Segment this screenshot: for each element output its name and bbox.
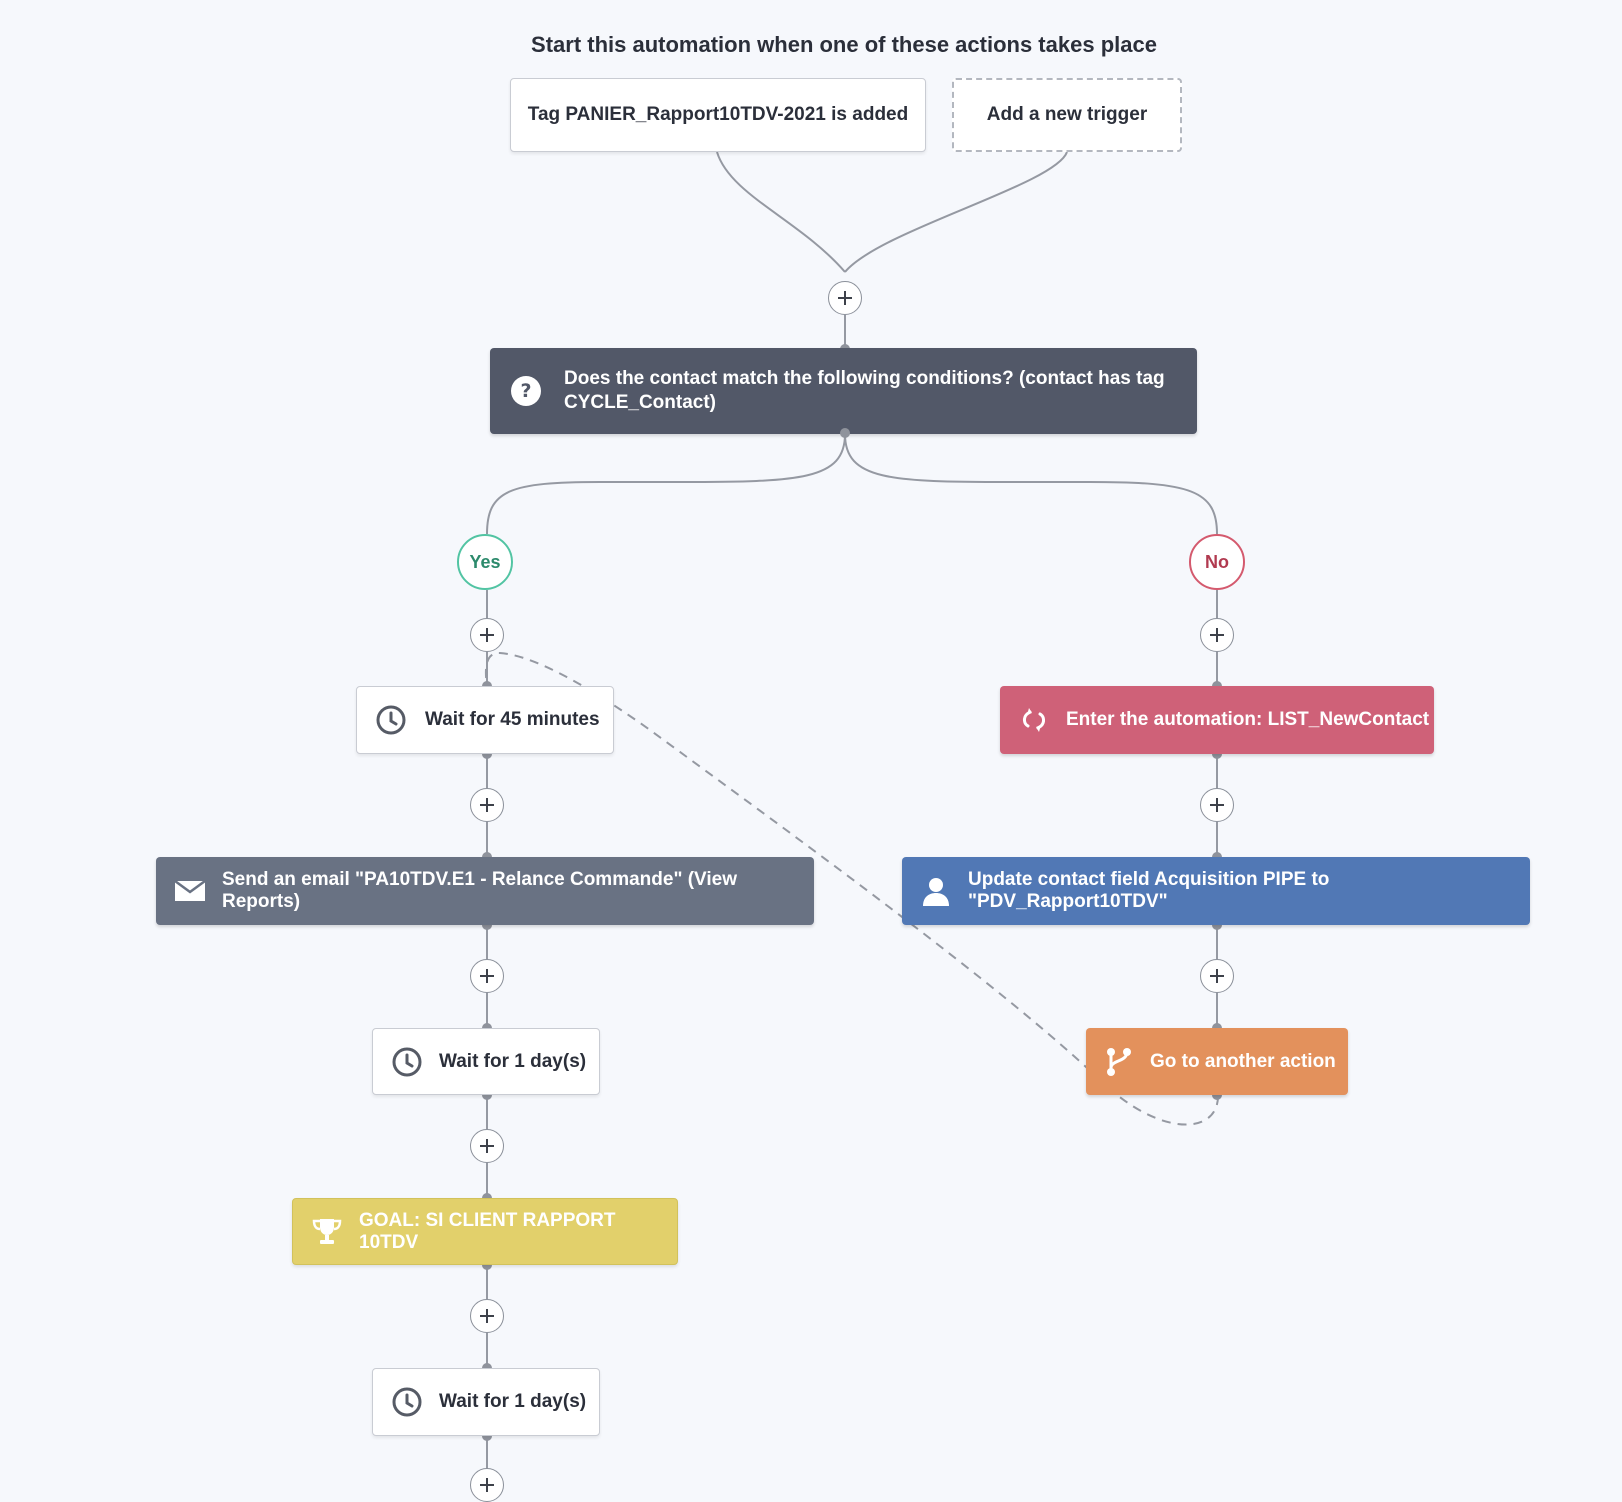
plus-icon [1210,798,1224,812]
go-to-action-step[interactable]: Go to another action [1086,1028,1348,1095]
enter-automation-label: Enter the automation: LIST_NewContact [1066,709,1430,730]
add-trigger-button[interactable]: Add a new trigger [952,78,1182,152]
clock-icon [375,704,407,736]
condition-text-line2: CYCLE_Contact) [564,392,717,413]
connector-dot [482,1260,492,1270]
update-contact-field-label: Update contact field Acquisition PIPE to… [968,869,1330,912]
plus-icon [480,969,494,983]
question-icon: ? [510,375,542,407]
plus-icon [480,628,494,642]
goto-dashed-connector [484,651,1219,1126]
update-contact-field-step[interactable]: Update contact field Acquisition PIPE to… [902,857,1530,925]
clock-icon [391,1386,423,1418]
trigger-label: Tag PANIER_Rapport10TDV-2021 is added [527,104,909,125]
wait-step[interactable]: Wait for 1 day(s) [372,1368,600,1436]
connector-dot [1212,920,1222,930]
connector-dot [1212,749,1222,759]
trigger-connector [844,151,1068,273]
plus-icon [480,1309,494,1323]
connector-dot [482,1431,492,1441]
wait-step[interactable]: Wait for 1 day(s) [372,1028,600,1095]
plus-icon [838,291,852,305]
connector-dot [840,428,850,438]
connector-dot [1212,1090,1222,1100]
plus-icon [480,798,494,812]
trigger-connector [716,151,846,273]
enter-automation-step[interactable]: Enter the automation: LIST_NewContact [1000,686,1434,754]
add-action-button[interactable] [470,618,504,652]
add-action-button[interactable] [470,1129,504,1163]
branch-fork-icon [1104,1046,1134,1078]
connector-dot [482,749,492,759]
condition-text: Does the contact match the following con… [564,367,1165,415]
plus-icon [480,1478,494,1492]
send-email-step[interactable]: Send an email "PA10TDV.E1 - Relance Comm… [156,857,814,925]
svg-text:?: ? [520,380,531,402]
wait-step-label: Wait for 1 day(s) [439,1050,587,1072]
send-email-label: Send an email "PA10TDV.E1 - Relance Comm… [222,869,738,912]
add-action-button[interactable] [470,1468,504,1502]
add-action-button[interactable] [1200,618,1234,652]
clock-icon [391,1046,423,1078]
add-action-button[interactable] [1200,959,1234,993]
person-icon [920,875,952,907]
condition-block[interactable]: ? Does the contact match the following c… [490,348,1197,434]
add-action-button[interactable] [470,1299,504,1333]
automation-arrows-icon [1018,706,1050,734]
connector-dot [482,920,492,930]
wait-step-label: Wait for 1 day(s) [439,1391,587,1412]
envelope-icon [174,879,206,903]
no-branch-badge[interactable]: No [1189,534,1245,590]
go-to-action-label: Go to another action [1150,1050,1336,1072]
page-title: Start this automation when one of these … [531,32,1157,57]
plus-icon [480,1139,494,1153]
add-action-button[interactable] [470,959,504,993]
wait-step[interactable]: Wait for 45 minutes [356,686,614,754]
condition-text-line1: Does the contact match the following con… [564,368,1165,389]
add-action-button[interactable] [828,281,862,315]
yes-branch-connector [486,433,846,535]
goal-label: GOAL: SI CLIENT RAPPORT 10TDV [359,1209,616,1253]
add-trigger-label: Add a new trigger [986,104,1148,125]
add-action-button[interactable] [470,788,504,822]
plus-icon [1210,628,1224,642]
plus-icon [1210,969,1224,983]
yes-branch-badge[interactable]: Yes [457,534,513,590]
trigger-tag-added[interactable]: Tag PANIER_Rapport10TDV-2021 is added [510,78,926,152]
wait-step-label: Wait for 45 minutes [425,709,600,730]
add-action-button[interactable] [1200,788,1234,822]
trophy-icon [311,1217,343,1247]
no-branch-connector [844,433,1218,535]
goal-step[interactable]: GOAL: SI CLIENT RAPPORT 10TDV [292,1198,678,1265]
connector-dot [482,1090,492,1100]
